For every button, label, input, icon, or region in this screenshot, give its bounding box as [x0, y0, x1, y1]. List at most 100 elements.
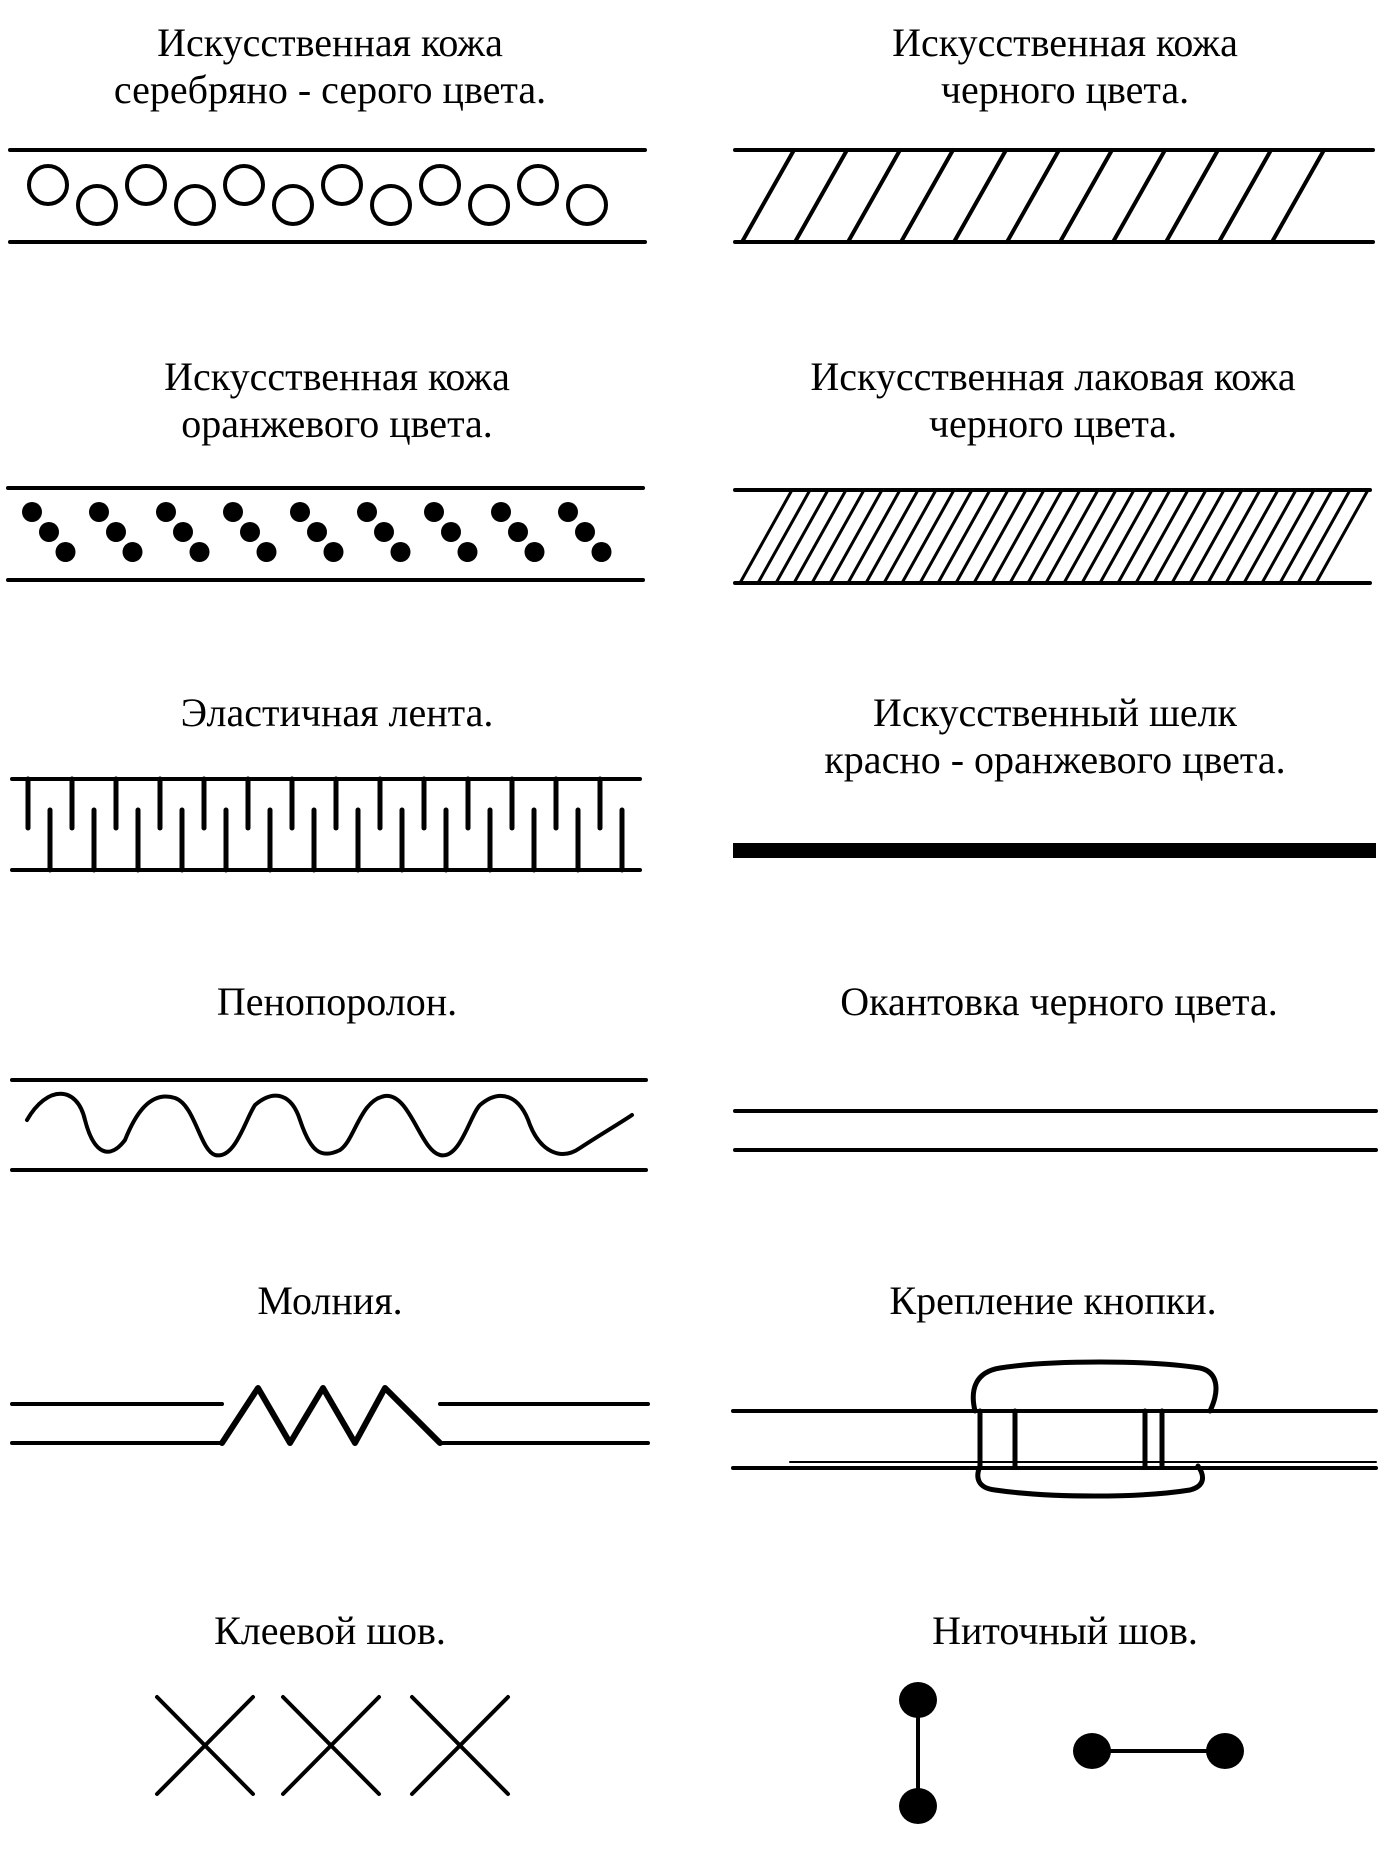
- hatch-line: [740, 148, 796, 244]
- cross-stroke: [155, 1695, 255, 1796]
- hatch-line: [899, 148, 955, 244]
- hatch-line: [900, 488, 956, 585]
- symbol-hatch-dense: Искусственная лаковая кожа черного цвета…: [733, 354, 1372, 585]
- thick-line: [733, 843, 1376, 858]
- circle-mark: [174, 184, 216, 226]
- dot-mark: [591, 542, 612, 562]
- hatch-line: [1296, 488, 1352, 585]
- hatch-line: [738, 488, 794, 585]
- dot-mark: [441, 522, 461, 542]
- dot-mark: [457, 542, 478, 562]
- circle-mark: [517, 164, 559, 206]
- symbol-hatch-sparse: Искусственная кожа черного цвета.: [733, 20, 1375, 244]
- caption-silk-line2: красно - оранжевого цвета.: [824, 737, 1285, 782]
- hatch-line: [1026, 488, 1082, 585]
- hatch-line: [1278, 488, 1334, 585]
- dot-mark: [22, 502, 42, 522]
- symbol-snap: Крепление кнопки.: [731, 1278, 1378, 1499]
- hatch-line: [756, 488, 812, 585]
- symbol-zigzag: Молния.: [10, 1278, 650, 1446]
- caption-thread-seam: Ниточный шов.: [932, 1608, 1198, 1653]
- circle-mark: [27, 164, 69, 206]
- dot-mark: [290, 502, 310, 522]
- dot-mark: [508, 522, 528, 542]
- zigzag-line: [219, 1385, 443, 1446]
- caption-elastic-band: Эластичная лента.: [181, 690, 494, 735]
- hatch-line: [1152, 488, 1208, 585]
- hatch-line: [1260, 488, 1316, 585]
- dot-mark: [106, 522, 126, 542]
- dot-mark: [491, 502, 511, 522]
- caption-black-leather-line1: Искусственная кожа: [892, 20, 1238, 65]
- cross-stroke: [281, 1695, 381, 1796]
- circle-mark: [370, 184, 412, 226]
- circle-mark: [468, 184, 510, 226]
- hatch-pattern-sparse: [740, 148, 1326, 244]
- circle-mark: [125, 164, 167, 206]
- hatch-line: [1062, 488, 1118, 585]
- hatch-line: [1217, 148, 1273, 244]
- hatch-line: [792, 488, 848, 585]
- circle-mark: [76, 184, 118, 226]
- comb-pattern: [25, 776, 625, 873]
- circle-mark: [321, 164, 363, 206]
- dot-mark: [424, 502, 444, 522]
- hatch-line: [864, 488, 920, 585]
- hatch-line: [1314, 488, 1370, 585]
- snap-cap-top: [970, 1359, 1219, 1414]
- dot-mark: [357, 502, 377, 522]
- hatch-line: [936, 488, 992, 585]
- symbol-wave: Пенопоролон.: [10, 979, 648, 1172]
- dot-mark: [189, 542, 210, 562]
- dot-mark: [558, 502, 578, 522]
- stitch-knot: [899, 1682, 937, 1718]
- hatch-pattern-dense: [738, 488, 1370, 585]
- hatch-line: [1270, 148, 1326, 244]
- hatch-line: [774, 488, 830, 585]
- dot-mark: [240, 522, 260, 542]
- symbol-crosses: Клеевой шов.: [155, 1608, 510, 1796]
- hatch-line: [990, 488, 1046, 585]
- symbol-double-line: Окантовка черного цвета.: [733, 979, 1378, 1152]
- caption-black-leather-line2: черного цвета.: [941, 67, 1189, 112]
- caption-silver-grey-leather-line2: серебряно - серого цвета.: [114, 67, 546, 112]
- wave-line: [25, 1091, 634, 1158]
- stitch-knot: [1206, 1733, 1244, 1769]
- dot-mark: [524, 542, 545, 562]
- symbol-comb: Эластичная лента.: [10, 690, 642, 873]
- hatch-line: [1058, 148, 1114, 244]
- circle-pattern: [27, 164, 608, 226]
- symbol-dots: Искусственная кожа оранжевого цвета.: [6, 354, 645, 582]
- hatch-line: [918, 488, 974, 585]
- hatch-line: [1134, 488, 1190, 585]
- hatch-line: [1188, 488, 1244, 585]
- dot-mark: [156, 502, 176, 522]
- symbol-stitches: Ниточный шов.: [899, 1608, 1244, 1824]
- caption-patent-leather-line2: черного цвета.: [929, 401, 1177, 446]
- circle-mark: [566, 184, 608, 226]
- stitch-knot: [1073, 1733, 1111, 1769]
- hatch-line: [793, 148, 849, 244]
- caption-orange-leather-line1: Искусственная кожа: [164, 354, 510, 399]
- dot-mark: [39, 522, 59, 542]
- symbol-circles: Искусственная кожа серебряно - серого цв…: [8, 20, 647, 244]
- hatch-line: [954, 488, 1010, 585]
- dot-mark: [223, 502, 243, 522]
- caption-edging: Окантовка черного цвета.: [840, 979, 1278, 1024]
- caption-silk-line1: Искусственный шелк: [873, 690, 1238, 735]
- caption-snap: Крепление кнопки.: [889, 1278, 1216, 1323]
- hatch-line: [1224, 488, 1280, 585]
- hatch-line: [846, 148, 902, 244]
- circle-mark: [223, 164, 265, 206]
- circle-mark: [272, 184, 314, 226]
- hatch-line: [810, 488, 866, 585]
- dot-mark: [374, 522, 394, 542]
- snap-cap-bottom: [975, 1463, 1205, 1499]
- dot-mark: [390, 542, 411, 562]
- hatch-line: [828, 488, 884, 585]
- dot-mark: [122, 542, 143, 562]
- caption-zipper: Молния.: [257, 1278, 402, 1323]
- hatch-line: [1111, 148, 1167, 244]
- dot-mark: [307, 522, 327, 542]
